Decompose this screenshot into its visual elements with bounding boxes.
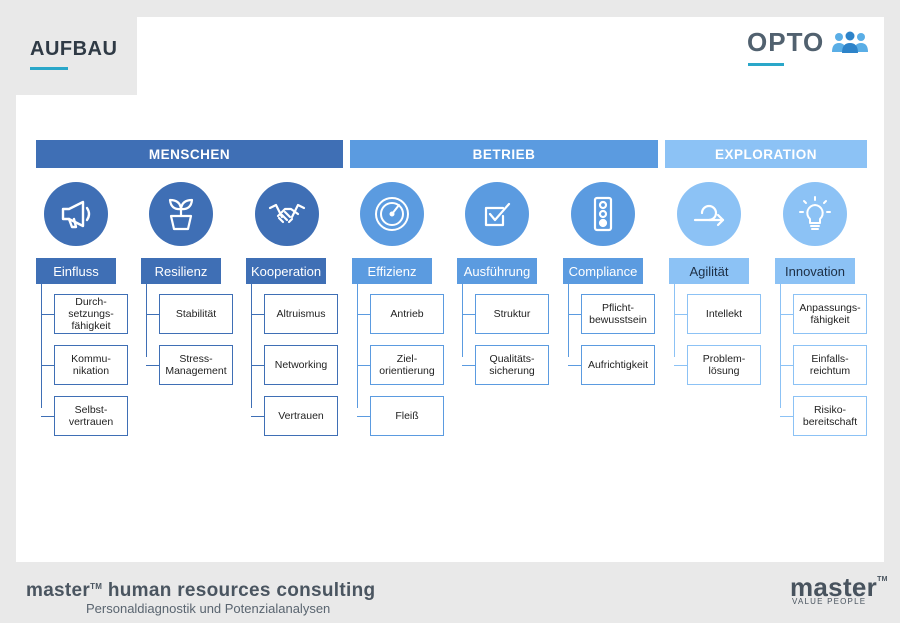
item-altruismus: Altruismus <box>264 294 338 334</box>
item-pflichtbewusstsein: Pflicht- bewusstsein <box>581 294 655 334</box>
connector-line <box>462 314 475 315</box>
page-title: AUFBAU <box>30 38 118 60</box>
people-group-icon <box>832 31 868 53</box>
item-anpassungsfaehigkeit: Anpassungs- fähigkeit <box>793 294 867 334</box>
item-struktur: Struktur <box>475 294 549 334</box>
plant-icon <box>168 198 194 231</box>
item-einfallsreichtum: Einfalls- reichtum <box>793 345 867 385</box>
brand-name: master <box>790 572 878 602</box>
brand-tagline: VALUE PEOPLE <box>792 597 867 606</box>
logo-underline <box>748 63 784 66</box>
category-innovation: Innovation <box>775 258 855 284</box>
item-aufrichtigkeit: Aufrichtigkeit <box>581 345 655 385</box>
item-fleiss: Fleiß <box>370 396 444 436</box>
speedometer-icon <box>375 197 409 231</box>
category-agilitaet: Agilität <box>669 258 749 284</box>
connector-line <box>146 314 159 315</box>
connector-line <box>251 416 264 417</box>
section-betrieb: BETRIEB <box>350 140 658 168</box>
connector-line <box>780 365 793 366</box>
opto-logo: OPTO <box>747 27 825 57</box>
footer-company: masterTM human resources consulting <box>26 580 375 602</box>
connector-line <box>462 284 463 357</box>
lightbulb-icon <box>799 196 831 230</box>
connector-line <box>357 365 370 366</box>
master-logo: masterTM <box>790 572 888 603</box>
category-kooperation: Kooperation <box>246 258 326 284</box>
checkbox-icon <box>484 202 511 227</box>
connector-line <box>251 284 252 408</box>
item-stabilitaet: Stabilität <box>159 294 233 334</box>
connector-line <box>674 314 687 315</box>
connector-line <box>146 284 147 357</box>
item-qualitaetssicherung: Qualitäts- sicherung <box>475 345 549 385</box>
section-menschen: MENSCHEN <box>36 140 343 168</box>
ausfuehrung-circle <box>465 182 529 246</box>
item-selbstvertrauen: Selbst- vertrauen <box>54 396 128 436</box>
category-einfluss: Einfluss <box>36 258 116 284</box>
item-problemloesung: Problem- lösung <box>687 345 761 385</box>
connector-line <box>357 284 358 408</box>
connector-line <box>41 314 54 315</box>
connector-line <box>674 365 687 366</box>
category-resilienz: Resilienz <box>141 258 221 284</box>
item-zielorientierung: Ziel- orientierung <box>370 345 444 385</box>
item-networking: Networking <box>264 345 338 385</box>
title-tab <box>16 17 137 95</box>
section-exploration: EXPLORATION <box>665 140 867 168</box>
title-underline <box>30 67 68 70</box>
item-risikobereitschaft: Risiko- bereitschaft <box>793 396 867 436</box>
connector-line <box>41 284 42 408</box>
megaphone-icon <box>61 200 91 229</box>
item-antrieb: Antrieb <box>370 294 444 334</box>
connector-line <box>780 314 793 315</box>
connector-line <box>568 314 581 315</box>
item-kommunikation: Kommu- nikation <box>54 345 128 385</box>
item-stress-management: Stress- Management <box>159 345 233 385</box>
category-compliance: Compliance <box>563 258 643 284</box>
content-card <box>16 17 884 562</box>
effizienz-circle <box>360 182 424 246</box>
compliance-circle <box>571 182 635 246</box>
handshake-icon <box>268 203 306 224</box>
connector-line <box>41 365 54 366</box>
connector-line <box>41 416 54 417</box>
brand-trademark: TM <box>877 576 888 583</box>
kooperation-circle <box>255 182 319 246</box>
item-durchsetzungsfaehigkeit: Durch- setzungs- fähigkeit <box>54 294 128 334</box>
connector-line <box>357 416 370 417</box>
connector-line <box>674 284 675 357</box>
innovation-circle <box>783 182 847 246</box>
loop-arrow-icon <box>693 204 725 227</box>
einfluss-circle <box>44 182 108 246</box>
agilitaet-circle <box>677 182 741 246</box>
connector-line <box>780 284 781 408</box>
trademark: TM <box>90 582 103 591</box>
item-intellekt: Intellekt <box>687 294 761 334</box>
connector-line <box>462 365 475 366</box>
footer-subtitle: Personaldiagnostik und Potenzialanalysen <box>86 601 331 616</box>
item-vertrauen: Vertrauen <box>264 396 338 436</box>
resilienz-circle <box>149 182 213 246</box>
connector-line <box>251 314 264 315</box>
connector-line <box>568 365 581 366</box>
connector-line <box>780 416 793 417</box>
connector-line <box>251 365 264 366</box>
connector-line <box>146 365 159 366</box>
category-effizienz: Effizienz <box>352 258 432 284</box>
connector-line <box>357 314 370 315</box>
connector-line <box>568 284 569 357</box>
traffic-light-icon <box>593 196 613 232</box>
footer-company-rest: human resources consulting <box>102 580 376 601</box>
footer-company-name: master <box>26 580 91 601</box>
category-ausfuehrung: Ausführung <box>457 258 537 284</box>
